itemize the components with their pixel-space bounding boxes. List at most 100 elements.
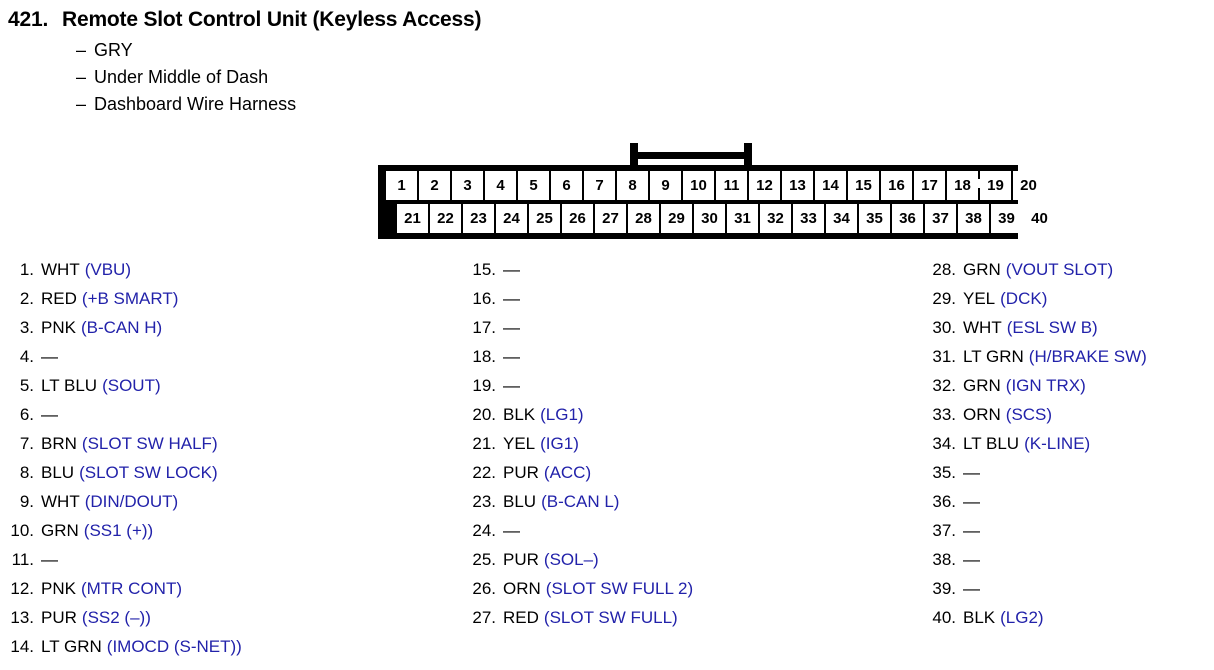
pin-number: 40.: [932, 608, 956, 627]
pin-number: 15.: [472, 260, 496, 279]
page-header: 421. Remote Slot Control Unit (Keyless A…: [8, 8, 1108, 118]
pin-number: 24.: [472, 521, 496, 540]
pin-number: 23.: [472, 492, 496, 511]
connector-pin-9: 9: [650, 171, 681, 200]
pin-unused-marker: —: [41, 405, 58, 424]
pin-signal-name: (VBU): [84, 260, 131, 279]
pin-entry: 37.—: [926, 521, 1214, 550]
pin-wire-color: BRN: [41, 434, 77, 453]
pin-number: 13.: [10, 608, 34, 627]
connector-pin-30: 30: [694, 204, 725, 233]
detail-list: –GRY –Under Middle of Dash –Dashboard Wi…: [8, 37, 1108, 118]
latch-bar: [630, 152, 752, 159]
connector-pin-6: 6: [551, 171, 582, 200]
pin-list-column-3: 28.GRN(VOUT SLOT)29.YEL(DCK)30.WHT(ESL S…: [926, 260, 1214, 637]
connector-pin-14: 14: [815, 171, 846, 200]
latch-post-right: [744, 143, 752, 167]
connector-pin-16: 16: [881, 171, 912, 200]
pin-entry: 25.PUR(SOL–): [466, 550, 916, 579]
pin-entry: 14.LT GRN(IMOCD (S-NET)): [4, 637, 454, 666]
connector-pin-34: 34: [826, 204, 857, 233]
connector-pin-37: 37: [925, 204, 956, 233]
connector-pin-8: 8: [617, 171, 648, 200]
pin-wire-color: PNK: [41, 579, 76, 598]
connector-pin-24: 24: [496, 204, 527, 233]
connector-pin-1: 1: [386, 171, 417, 200]
pin-signal-name: (B-CAN L): [541, 492, 620, 511]
pin-number: 9.: [19, 492, 34, 511]
connector-pin-17: 17: [914, 171, 945, 200]
pin-entry: 23. BLU(B-CAN L): [466, 492, 916, 521]
pin-signal-name: (SLOT SW FULL 2): [545, 579, 694, 598]
pin-number: 37.: [932, 521, 956, 540]
pin-signal-name: (ESL SW B): [1006, 318, 1098, 337]
detail-item-harness: –Dashboard Wire Harness: [76, 91, 1108, 118]
connector-pin-11: 11: [716, 171, 747, 200]
pin-wire-color: PUR: [41, 608, 77, 627]
pin-number: 19.: [472, 376, 496, 395]
pin-entry: 13.PUR(SS2 (–)): [4, 608, 454, 637]
connector-pin-36: 36: [892, 204, 923, 233]
pin-number: 25.: [472, 550, 496, 569]
pin-number: 11.: [11, 550, 34, 569]
pin-number: 4.: [19, 347, 34, 366]
bullet-dash-icon: –: [76, 67, 87, 87]
pin-signal-name: (SLOT SW HALF): [81, 434, 218, 453]
connector-pin-35: 35: [859, 204, 890, 233]
connector-pin-13: 13: [782, 171, 813, 200]
pin-number: 12.: [10, 579, 34, 598]
connector-pin-29: 29: [661, 204, 692, 233]
pin-wire-color: LT GRN: [963, 347, 1024, 366]
pin-wire-color: BLU: [503, 492, 537, 511]
detail-item-connector-color: –GRY: [76, 37, 1108, 64]
pin-signal-name: (IMOCD (S-NET)): [106, 637, 242, 656]
pin-entry: 9.WHT(DIN/DOUT): [4, 492, 454, 521]
pin-entry: 24.—: [466, 521, 916, 550]
pin-entry: 38.—: [926, 550, 1214, 579]
pin-signal-name: (K-LINE): [1024, 434, 1091, 453]
pin-number: 20.: [472, 405, 496, 424]
section-title: Remote Slot Control Unit (Keyless Access…: [62, 8, 482, 31]
pin-entry: 11. —: [4, 550, 454, 579]
pin-wire-color: WHT: [41, 492, 80, 511]
pin-wire-color: LT GRN: [41, 637, 102, 656]
pin-number: 33.: [932, 405, 956, 424]
pin-wire-color: PUR: [503, 550, 539, 569]
connector-pin-22: 22: [430, 204, 461, 233]
pin-signal-name: (LG1): [540, 405, 584, 424]
pin-signal-name: (SOUT): [102, 376, 161, 395]
pin-wire-color: BLU: [41, 463, 75, 482]
pin-number: 31.: [932, 347, 956, 366]
connector-pin-18: 18: [947, 171, 978, 200]
connector-pin-26: 26: [562, 204, 593, 233]
pin-entry: 20.BLK(LG1): [466, 405, 916, 434]
pin-signal-name: (SLOT SW LOCK): [79, 463, 218, 482]
pin-unused-marker: —: [41, 550, 58, 569]
page-title: 421. Remote Slot Control Unit (Keyless A…: [8, 8, 1108, 32]
pin-number: 32.: [932, 376, 956, 395]
pin-entry: 30.WHT(ESL SW B): [926, 318, 1214, 347]
connector-pin-5: 5: [518, 171, 549, 200]
connector-pin-21: 21: [397, 204, 428, 233]
pin-number: 39.: [932, 579, 956, 598]
pin-entry: 34.LT BLU(K-LINE): [926, 434, 1214, 463]
pin-entry: 27.RED(SLOT SW FULL): [466, 608, 916, 637]
pin-entry: 31.LT GRN(H/BRAKE SW): [926, 347, 1214, 376]
pin-number: 10.: [10, 521, 34, 540]
pin-entry: 6.—: [4, 405, 454, 434]
pin-number: 18.: [472, 347, 496, 366]
pin-entry: 18.—: [466, 347, 916, 376]
pin-number: 22.: [472, 463, 496, 482]
pin-entry: 12.PNK(MTR CONT): [4, 579, 454, 608]
pin-wire-color: PNK: [41, 318, 76, 337]
pin-number: 21.: [472, 434, 496, 453]
pin-entry: 33.ORN(SCS): [926, 405, 1214, 434]
pin-entry: 40.BLK(LG2): [926, 608, 1214, 637]
pin-signal-name: (DCK): [1000, 289, 1048, 308]
pin-wire-color: LT BLU: [963, 434, 1020, 453]
pin-number: 26.: [472, 579, 496, 598]
connector-pin-31: 31: [727, 204, 758, 233]
pin-wire-color: GRN: [963, 376, 1001, 395]
pin-signal-name: (+B SMART): [81, 289, 179, 308]
